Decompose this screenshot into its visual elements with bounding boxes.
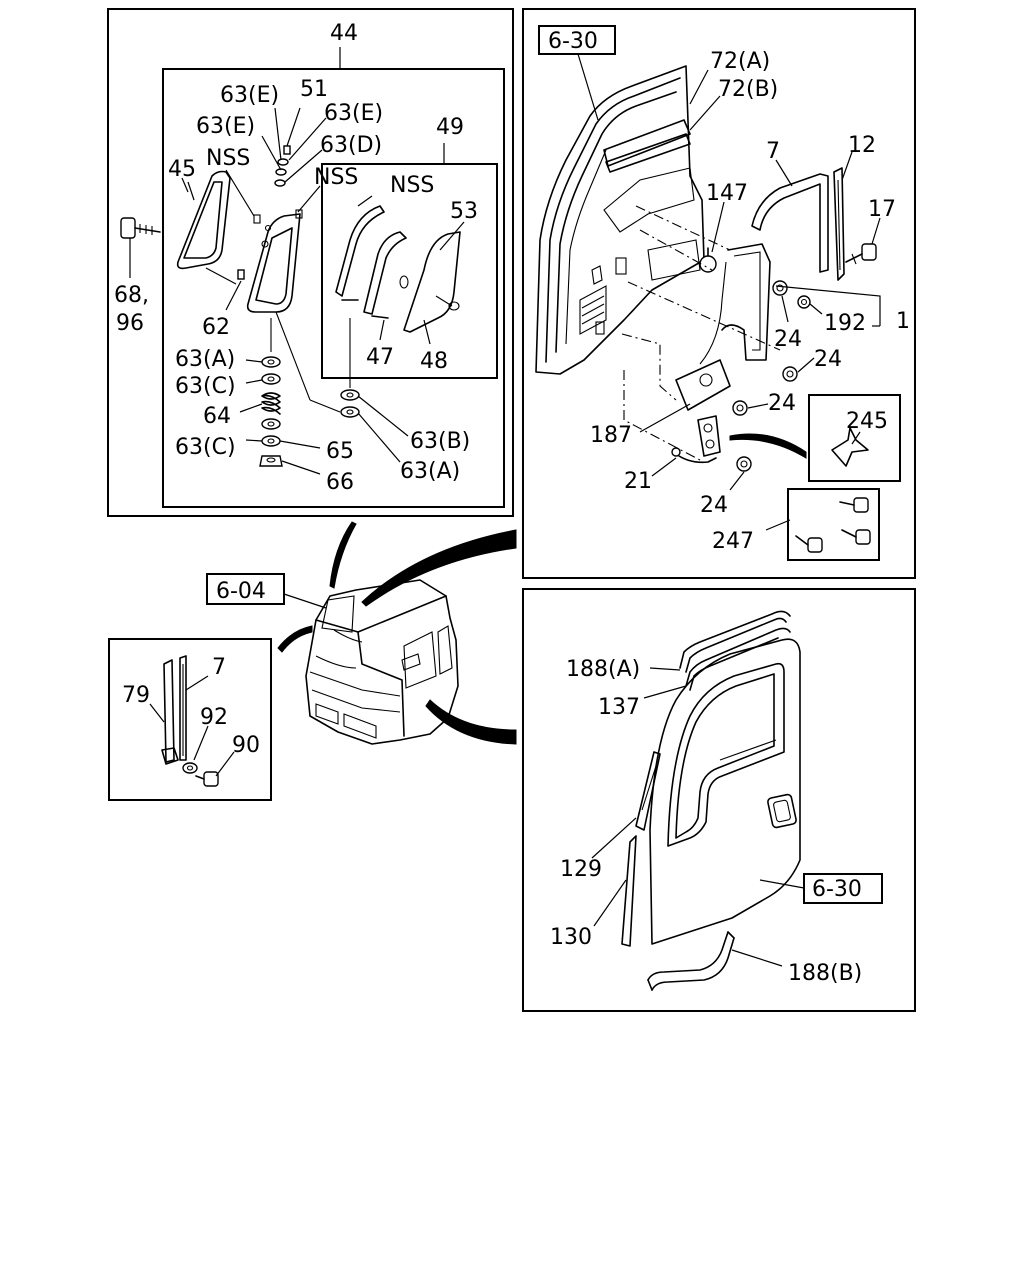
label-147: 147: [706, 181, 748, 206]
label-24-c: 24: [768, 391, 796, 416]
label-188a: 188(A): [566, 657, 640, 682]
box-247: [787, 488, 880, 561]
panel-pillar: 79 7 92 90: [108, 638, 272, 801]
panel-door-inner: 6-30: [522, 8, 916, 579]
part-187-lock: [671, 415, 721, 464]
assembly-49-frame: [321, 163, 498, 379]
label-63e-c: 63(E): [196, 114, 255, 139]
label-7-top: 7: [766, 139, 780, 164]
part-188b-seal: [647, 931, 735, 991]
label-63d: 63(D): [320, 133, 382, 158]
part-24-nuts: [732, 280, 811, 472]
panel-pillar-frame: [108, 638, 272, 801]
label-47: 47: [366, 345, 394, 370]
label-nss-a: NSS: [206, 146, 250, 171]
ref-6-30-bottom: 6-30: [812, 877, 862, 902]
label-45: 45: [168, 157, 196, 182]
label-90: 90: [232, 733, 260, 758]
label-63a-b: 63(A): [400, 459, 460, 484]
label-130: 130: [550, 925, 592, 950]
label-245: 245: [846, 409, 888, 434]
part-quarter-frame: [246, 209, 303, 313]
label-1: 1: [896, 309, 910, 334]
part-7-channel: [179, 655, 187, 761]
label-72b: 72(B): [718, 77, 778, 102]
part-188a-seal: [679, 610, 791, 691]
part-68-bolt: [120, 217, 161, 239]
label-nss-b: NSS: [314, 165, 358, 190]
label-49: 49: [436, 115, 464, 140]
part-48-glass: [399, 231, 461, 333]
part-247-bolts: [795, 497, 871, 553]
assembly-44-frame: [162, 68, 505, 508]
part-washer-stack: [259, 318, 283, 467]
label-63e-b: 63(E): [324, 101, 383, 126]
ref-box-6-30-top: [538, 25, 616, 55]
label-24-a: 24: [774, 327, 802, 352]
door-outer-panel: [649, 638, 801, 945]
panel-door-outer-frame: [522, 588, 916, 1012]
part-79-pillar: [161, 659, 179, 765]
label-63a-a: 63(A): [175, 347, 235, 372]
part-130-strip: [621, 835, 637, 947]
label-63c-b: 63(C): [175, 435, 236, 460]
part-45-seal: [176, 170, 231, 270]
part-147-regulator: [675, 243, 771, 411]
label-66: 66: [326, 470, 354, 495]
part-245-knob: [831, 427, 869, 467]
label-12: 12: [848, 133, 876, 158]
label-63b: 63(B): [410, 429, 470, 454]
label-63c-a: 63(C): [175, 374, 236, 399]
label-7-bottom: 7: [212, 655, 226, 680]
part-92-washer: [182, 762, 198, 774]
label-63e-a: 63(E): [220, 83, 279, 108]
label-51: 51: [300, 77, 328, 102]
label-96: 96: [116, 311, 144, 336]
label-nss-c: NSS: [390, 173, 434, 198]
label-53: 53: [450, 199, 478, 224]
ref-6-30-top: 6-30: [548, 29, 598, 54]
panel-quarter-window: 44 49 63(E) 51 63(E) 63(E) 63(D) NSS NSS…: [107, 8, 514, 517]
box-245: [808, 394, 901, 482]
label-192: 192: [824, 311, 866, 336]
part-17-bolt: [845, 243, 877, 265]
cab-overview: 6-04: [206, 521, 517, 745]
label-79: 79: [122, 683, 150, 708]
label-68: 68,: [114, 283, 149, 308]
panel-door-inner-frame: [522, 8, 916, 579]
part-7-run-channel: [751, 167, 845, 281]
label-62: 62: [202, 315, 230, 340]
label-72a: 72(A): [710, 49, 770, 74]
label-187: 187: [590, 423, 632, 448]
part-62-clip: [237, 269, 245, 280]
label-188b: 188(B): [788, 961, 862, 986]
label-65: 65: [326, 439, 354, 464]
label-137: 137: [598, 695, 640, 720]
panel-door-outer: 188(A) 137 129 130 6-30 188(B): [522, 588, 916, 1012]
part-129-strip: [635, 751, 661, 831]
label-48: 48: [420, 349, 448, 374]
ref-box-6-30-bottom: [803, 873, 883, 904]
panel-quarter-window-frame: [107, 8, 514, 517]
label-24-b: 24: [814, 347, 842, 372]
label-92: 92: [200, 705, 228, 730]
label-44: 44: [330, 21, 358, 46]
label-64: 64: [203, 404, 231, 429]
door-inner-panel: [535, 65, 705, 375]
label-24-d: 24: [700, 493, 728, 518]
ref-6-04: 6-04: [216, 579, 266, 604]
label-17: 17: [868, 197, 896, 222]
part-90-screw: [195, 771, 219, 787]
part-47-seal: [335, 205, 407, 319]
label-129: 129: [560, 857, 602, 882]
ref-box-6-04: [206, 573, 285, 605]
label-247: 247: [712, 529, 754, 554]
label-21: 21: [624, 469, 652, 494]
